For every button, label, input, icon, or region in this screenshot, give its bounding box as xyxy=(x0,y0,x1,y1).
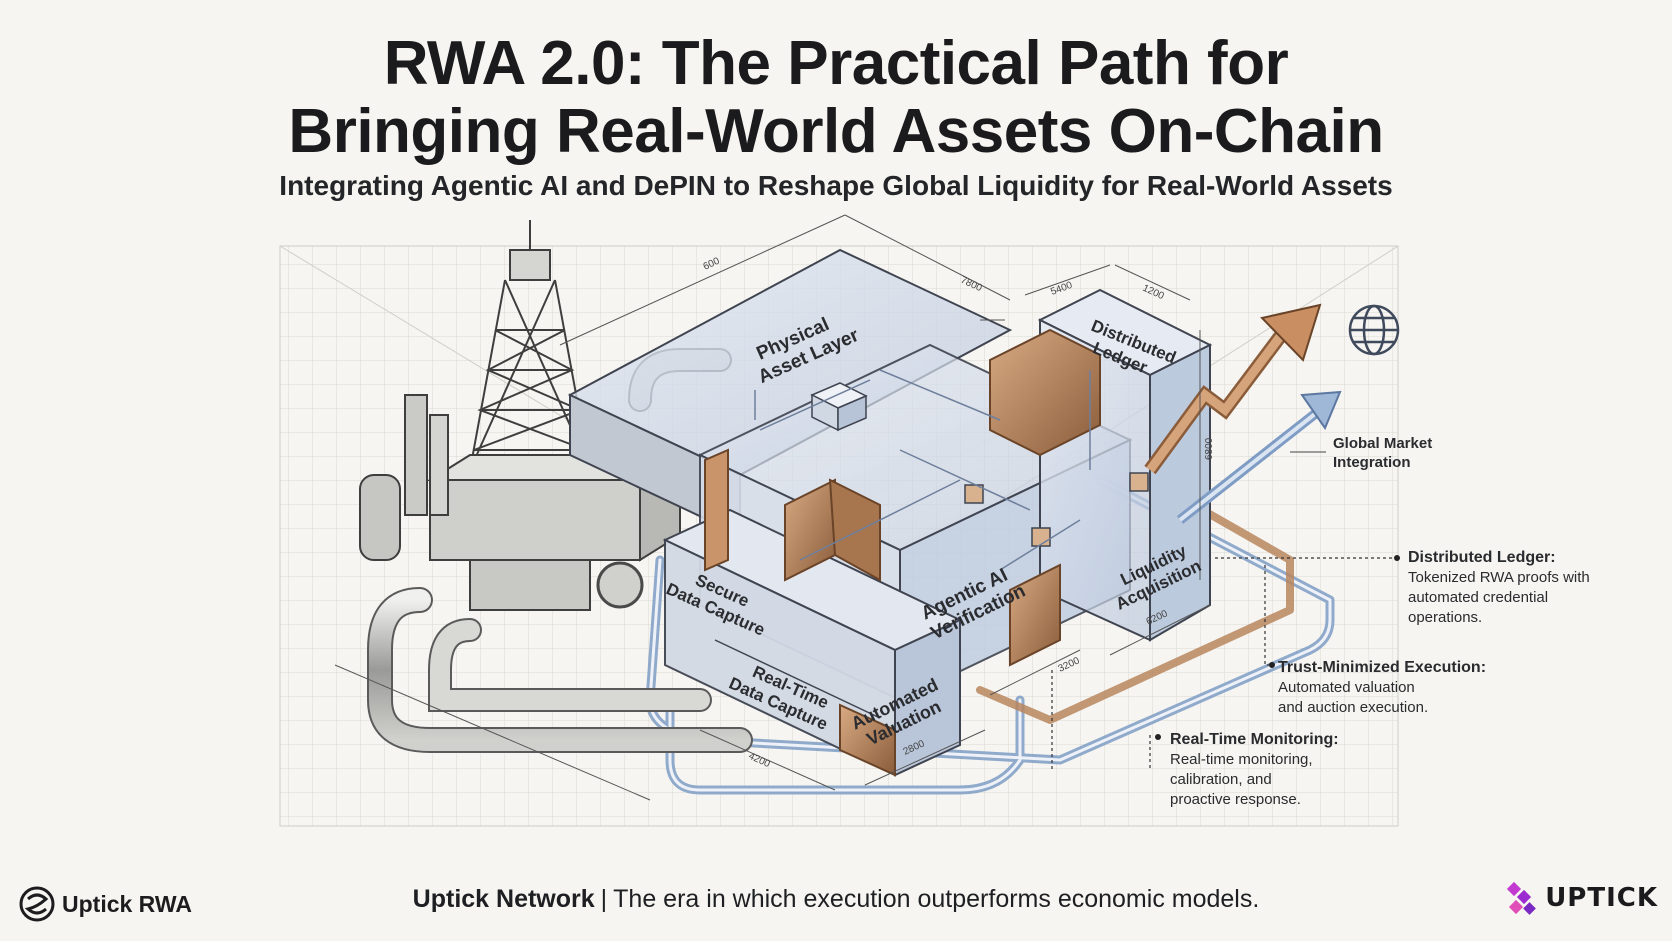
callout-heading: Distributed Ledger: xyxy=(1408,549,1556,566)
callout-dot xyxy=(1269,662,1275,668)
data-pipe-copper xyxy=(976,476,1294,724)
title-line-2: Bringing Real-World Assets On-Chain xyxy=(288,97,1384,166)
copper-connectors xyxy=(704,328,1101,777)
label-global-market-integration: Global Market Integration xyxy=(1333,435,1436,471)
refinery-tanks xyxy=(359,394,449,561)
callout-line: calibration, and xyxy=(1170,771,1272,788)
network-name: Uptick Network xyxy=(412,885,595,913)
flow-arrows xyxy=(754,369,1091,571)
globe-icon xyxy=(1348,304,1400,356)
callout-heading: Real-Time Monitoring: xyxy=(1170,731,1339,748)
callout-line: proactive response. xyxy=(1170,791,1301,808)
dimension-6800: 6800 xyxy=(1204,437,1215,460)
data-nodes xyxy=(810,382,1149,547)
uptick-logo: UPTICK xyxy=(1505,880,1658,916)
uptick-rwa-brand: Uptick RWA xyxy=(18,885,192,923)
callout-dot xyxy=(1155,734,1161,740)
callout-line: Tokenized RWA proofs with xyxy=(1408,569,1590,586)
physical-asset-layer-block xyxy=(567,248,1013,537)
title-line-1: RWA 2.0: The Practical Path for xyxy=(383,29,1289,98)
callout-line: automated credential xyxy=(1408,589,1549,606)
callout-dot xyxy=(1394,555,1400,561)
data-pipe-blue-inner xyxy=(648,478,1332,792)
callout-heading: Trust-Minimized Execution: xyxy=(1278,659,1487,676)
tagline-separator: | xyxy=(600,885,608,913)
callout-real-time-monitoring: Real-Time Monitoring: Real-time monitori… xyxy=(1170,730,1339,810)
brand-name: Uptick RWA xyxy=(62,890,192,917)
growth-arrow-copper xyxy=(1144,303,1322,475)
uptick-logo-icon xyxy=(1507,881,1537,915)
callout-distributed-ledger: Distributed Ledger: Tokenized RWA proofs… xyxy=(1408,548,1590,628)
footer-tagline: Uptick Network|The era in which executio… xyxy=(0,885,1672,914)
uptick-logo-text: UPTICK xyxy=(1545,883,1658,913)
growth-arrow-blue xyxy=(1176,390,1342,524)
uptick-rwa-logo-icon xyxy=(19,886,55,922)
callout-line: Real-time monitoring, xyxy=(1170,751,1313,768)
dimension-lines xyxy=(334,214,1211,801)
tagline-text: The era in which execution outperforms e… xyxy=(613,885,1260,913)
callout-line: operations. xyxy=(1408,609,1483,626)
callout-line: and auction execution. xyxy=(1278,699,1429,716)
subtitle: Integrating Agentic AI and DePIN to Resh… xyxy=(279,170,1393,201)
callout-line: Automated valuation xyxy=(1278,679,1415,696)
callout-trust-minimized-execution: Trust-Minimized Execution: Automated val… xyxy=(1278,658,1486,718)
